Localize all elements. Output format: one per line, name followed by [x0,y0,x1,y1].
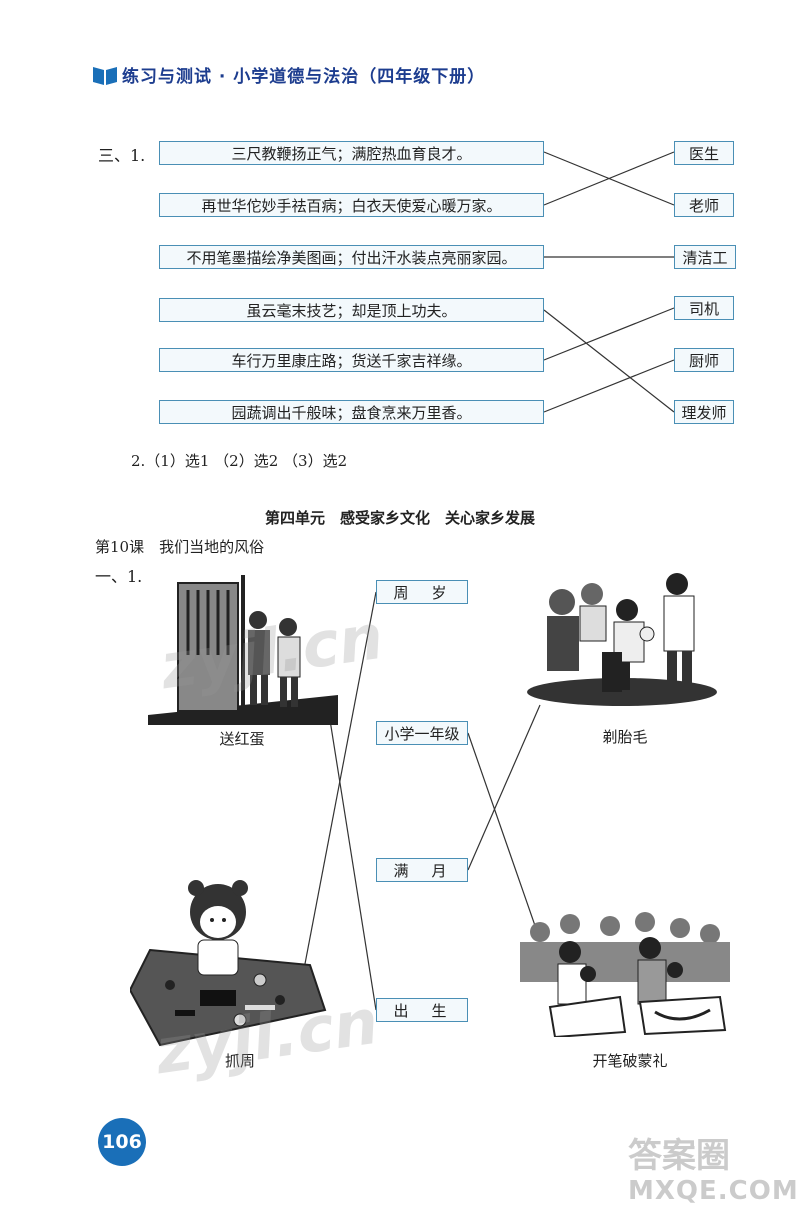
left-item-5: 车行万里康庄路；货送千家吉祥缘。 [159,348,544,372]
caption-red-egg: 送红蛋 [219,730,265,748]
middle-item-first-grade: 小学一年级 [376,721,468,745]
section1-label: 一、1. [95,567,143,586]
left-item-3: 不用笔墨描绘净美图画；付出汗水装点亮丽家园。 [159,245,544,269]
book-icon [93,67,117,85]
answer-logo: 答案圈 [628,1136,730,1176]
answer-2: 2.（1）选1 （2）选2 （3）选2 [131,452,348,470]
zhuazhou-illustration [130,880,327,1047]
shave-hair-illustration [527,573,717,706]
right-item-3: 清洁工 [674,245,736,269]
right-item-2: 老师 [674,193,734,217]
red-egg-illustration [148,575,338,725]
middle-item-chusheng: 出 生 [376,998,468,1022]
right-item-4: 司机 [674,296,734,320]
left-item-1: 三尺教鞭扬正气；满腔热血育良才。 [159,141,544,165]
page-number: 106 [98,1118,146,1166]
left-item-2: 再世华佗妙手祛百病；白衣天使爱心暖万家。 [159,193,544,217]
right-item-1: 医生 [674,141,734,165]
section3-label: 三、1. [98,146,146,165]
middle-item-manyue: 满 月 [376,858,468,882]
left-item-6: 园蔬调出千般味；盘食烹来万里香。 [159,400,544,424]
kaibi-illustration [520,912,730,1037]
right-item-6: 理发师 [674,400,734,424]
caption-kaibi: 开笔破蒙礼 [592,1052,668,1070]
caption-shave-hair: 剃胎毛 [602,728,648,746]
lesson-title: 第10课 我们当地的风俗 [95,538,265,556]
unit-title: 第四单元 感受家乡文化 关心家乡发展 [264,509,535,527]
header-title: 练习与测试 · 小学道德与法治（四年级下册） [122,67,486,87]
middle-item-zhousui: 周 岁 [376,580,468,604]
caption-zhuazhou: 抓周 [224,1052,255,1070]
answer-site: MXQE.COM [628,1176,799,1206]
right-item-5: 厨师 [674,348,734,372]
left-item-4: 虽云毫末技艺；却是顶上功夫。 [159,298,544,322]
